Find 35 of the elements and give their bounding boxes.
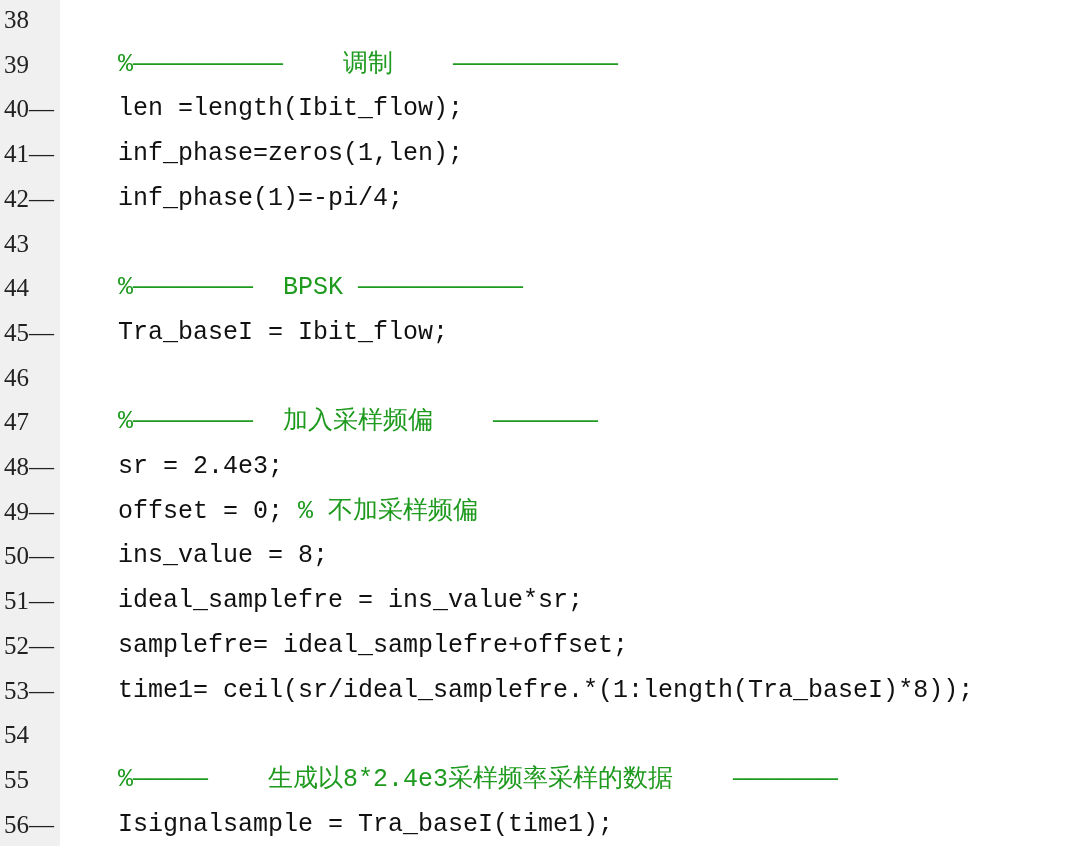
code-line: sr = 2.4e3; — [118, 452, 284, 482]
line-number: 41— — [4, 139, 54, 170]
line-number: 40— — [4, 94, 54, 125]
line-number: 50— — [4, 541, 54, 572]
line-number: 39 — [4, 49, 29, 80]
code-line: samplefre= ideal_samplefre+offset; — [118, 630, 629, 661]
code-line: ins_value = 8; — [118, 541, 329, 572]
code-comment: %————— 生成以8*2.4e3采样频率采样的数据 ——————— — [118, 764, 839, 795]
line-number: 44 — [4, 273, 29, 304]
code-comment: %———————— BPSK ——————————— — [118, 273, 524, 304]
code-comment: % 不加采样频偏 — [298, 496, 478, 527]
code-line: ideal_samplefre = ins_value*sr; — [118, 586, 584, 617]
line-number: 46 — [4, 362, 29, 393]
line-number: 42— — [4, 183, 54, 214]
line-number: 49— — [4, 496, 54, 527]
line-number: 51— — [4, 586, 54, 617]
line-number: 54 — [4, 720, 29, 751]
line-number: 45— — [4, 317, 54, 348]
line-number: 53— — [4, 675, 54, 706]
line-number: 38 — [4, 5, 29, 35]
code-line: inf_phase(1)=-pi/4; — [118, 183, 404, 214]
code-line: Isignalsample = Tra_baseI(time1); — [118, 809, 614, 840]
line-number: 48— — [4, 452, 54, 482]
code-comment: %—————————— 调制 ——————————— — [118, 49, 619, 80]
code-line: inf_phase=zeros(1,len); — [118, 139, 464, 170]
line-number: 56— — [4, 809, 54, 840]
code-comment: %———————— 加入采样频偏 ——————— — [118, 407, 599, 438]
code-line: offset = 0; — [118, 496, 284, 527]
code-line: time1= ceil(sr/ideal_samplefre.*(1:length(Tra_baseI)*8)); — [118, 675, 974, 706]
code-line: Tra_baseI = Ibit_flow; — [118, 317, 449, 348]
line-number: 43 — [4, 228, 29, 259]
code-line: len =length(Ibit_flow); — [118, 94, 464, 125]
line-number: 47 — [4, 407, 29, 438]
line-number: 52— — [4, 630, 54, 661]
line-number: 55 — [4, 764, 29, 795]
